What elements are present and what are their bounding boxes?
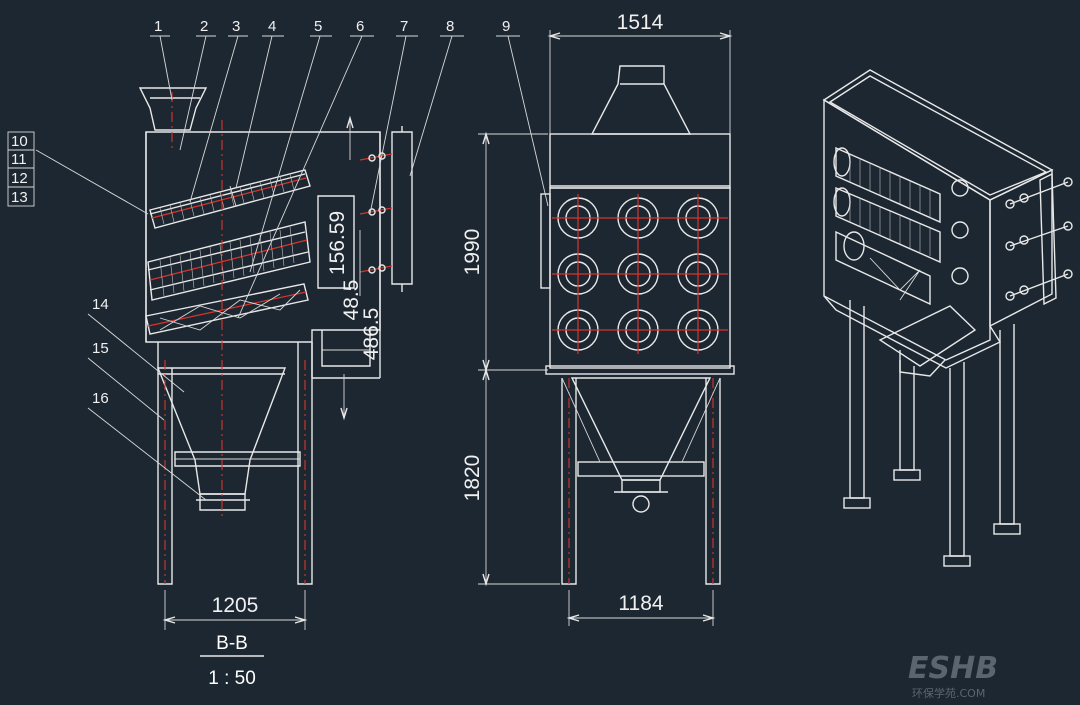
part-label-7: 7 <box>400 18 408 35</box>
part-label-8: 8 <box>446 18 454 35</box>
side-dim-486: 486.5 <box>360 308 383 361</box>
part-label-11: 11 <box>11 151 27 168</box>
iso-cartridges <box>833 146 941 306</box>
part-label-14: 14 <box>92 296 109 313</box>
front-dim-top-width: 1514 <box>617 11 664 34</box>
iso-valves <box>1005 172 1073 306</box>
part-label-4: 4 <box>268 18 276 35</box>
watermark-logo: ESHB <box>908 651 998 686</box>
side-dim-156: 156.59 <box>326 211 349 275</box>
watermark: ESHB 环保学苑.COM <box>908 651 998 700</box>
front-dim-lower-height: 1820 <box>461 455 484 502</box>
isometric-view <box>822 69 1073 567</box>
part-label-6: 6 <box>356 18 364 35</box>
front-view: 1514 1990 1820 1184 <box>461 11 735 626</box>
watermark-subtitle: 环保学苑.COM <box>912 686 985 700</box>
side-dim-48: 48.5 <box>340 280 363 321</box>
front-dim-leg-span: 1184 <box>618 592 663 615</box>
part-label-5: 5 <box>314 18 322 35</box>
filter-cap-grid <box>552 194 728 354</box>
scale-label: 1 : 50 <box>208 668 256 689</box>
part-label-2: 2 <box>200 18 208 35</box>
part-label-12: 12 <box>11 170 28 187</box>
part-label-15: 15 <box>92 340 109 357</box>
filter-cartridge-row-3 <box>145 283 309 335</box>
part-label-10: 10 <box>11 133 28 150</box>
section-label: B-B <box>216 633 248 654</box>
filter-cartridge-row-2 <box>147 221 311 301</box>
part-label-9: 9 <box>502 18 510 35</box>
part-label-13: 13 <box>11 189 28 206</box>
part-label-1: 1 <box>154 18 162 35</box>
filter-cartridge-row-1 <box>149 169 311 229</box>
part-label-3: 3 <box>232 18 240 35</box>
side-section-view: 156.59 48.5 486.5 1205 B-B 1 : 50 <box>138 87 413 689</box>
part-label-16: 16 <box>92 390 109 407</box>
side-dim-width: 1205 <box>212 594 259 617</box>
part-leaders: 1 2 3 4 5 6 7 8 9 10 11 12 13 14 15 16 <box>7 18 549 501</box>
front-dim-upper-height: 1990 <box>461 229 484 276</box>
